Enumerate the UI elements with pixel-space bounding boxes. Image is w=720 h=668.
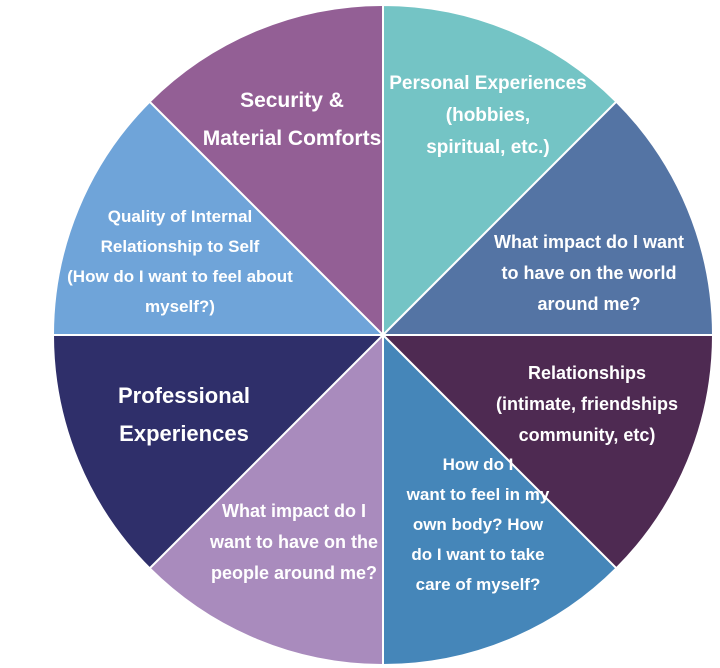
wheel-label-line: community, etc): [519, 425, 656, 445]
wheel-label-line: to have on the world: [501, 263, 676, 283]
wheel-label-line: Personal Experiences: [389, 73, 587, 94]
wheel-slice-impact-on-world: [380, 100, 715, 336]
wheel-label-line: around me?: [537, 294, 640, 314]
wheel-label-line: (hobbies,: [446, 105, 530, 126]
wheel-label-security-comforts: Security & Material Comforts: [203, 89, 382, 150]
wheel-label-line: do I want to take: [411, 545, 544, 564]
wheel-label-line: spiritual, etc.): [426, 137, 550, 158]
wheel-label-line: people around me?: [211, 563, 377, 583]
wheel-label-relationships: Relationships (intimate, friendships commu…: [496, 363, 678, 445]
wheel-label-impact-on-world: What impact do I want to have on the worl…: [494, 232, 684, 314]
wheel-label-line: Relationship to Self: [101, 237, 260, 256]
wheel-label-line: myself?): [145, 297, 215, 316]
wheel-label-line: Security &: [240, 89, 344, 112]
wheel-slice-security-comforts: [148, 3, 384, 338]
wheel-label-personal-experiences: Personal Experiences (hobbies, spiritual, …: [389, 73, 587, 158]
wheel-slice-relationships: [380, 334, 715, 570]
wheel-slice-body-self-care: [382, 332, 618, 667]
wheel-label-line: want to feel in my: [406, 485, 550, 504]
wheel-label-line: Relationships: [528, 363, 646, 383]
wheel-label-body-self-care: How do I want to feel in my own body? How d…: [406, 455, 550, 594]
wheel-label-line: Quality of Internal: [108, 207, 253, 226]
wheel-label-line: want to have on the: [209, 532, 378, 552]
wheel-label-line: How do I: [443, 455, 514, 474]
wheel-slice-personal-experiences: [382, 3, 618, 338]
wheel-label-line: Material Comforts: [203, 127, 382, 150]
wheel-slice-internal-relationship: [51, 100, 386, 336]
wheel-label-line: Experiences: [119, 421, 249, 446]
wheel-label-line: What impact do I want: [494, 232, 684, 252]
wheel-slice-professional-experiences: [51, 334, 386, 570]
wheel-slice-impact-on-people: [148, 332, 384, 667]
wheel-label-line: What impact do I: [222, 501, 366, 521]
wheel-label-line: (intimate, friendships: [496, 394, 678, 414]
wheel-label-line: own body? How: [413, 515, 544, 534]
wheel-label-line: (How do I want to feel about: [67, 267, 293, 286]
wheel-label-impact-on-people: What impact do I want to have on the peopl…: [209, 501, 378, 583]
wheel-label-line: Professional: [118, 383, 250, 408]
wheel-label-line: care of myself?: [416, 575, 541, 594]
